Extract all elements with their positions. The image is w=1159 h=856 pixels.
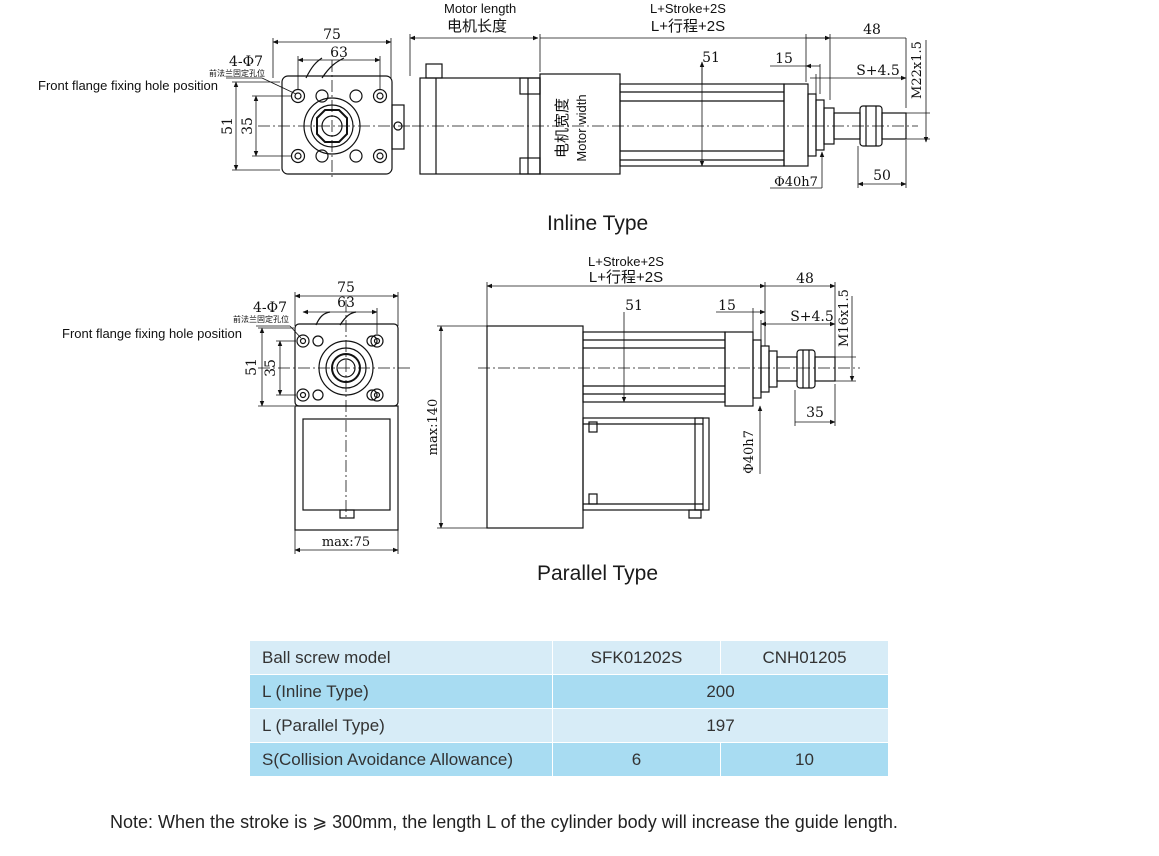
parallel-thread: M16x1.5 — [837, 289, 852, 347]
parallel-flange-label: Front flange fixing hole position — [62, 326, 242, 341]
table-cell: L (Inline Type) — [249, 674, 553, 709]
parallel-dia: Φ40h7 — [742, 430, 757, 474]
inline-dim-63: 63 — [330, 45, 348, 61]
inline-dim-51: 51 — [220, 117, 236, 135]
inline-flange-label: Front flange fixing hole position — [38, 78, 218, 93]
parallel-dim-63: 63 — [337, 295, 355, 311]
parallel-side-view-dimensions — [437, 282, 860, 529]
parallel-dim-48: 48 — [796, 271, 814, 287]
inline-dim-48: 48 — [863, 22, 881, 38]
parallel-dim-51b: 51 — [625, 298, 643, 314]
inline-dim-75: 75 — [323, 27, 341, 43]
parallel-dim-15: 15 — [718, 298, 736, 314]
inline-dim-15: 15 — [775, 51, 793, 67]
inline-dim-s45: S+4.5 — [856, 63, 900, 79]
inline-dim-50: 50 — [873, 168, 891, 184]
table-row-s: S(Collision Avoidance Allowance) 6 10 — [249, 742, 889, 777]
parallel-flange-label-cn: 前法兰固定孔位 — [233, 314, 289, 324]
inline-motor-width-en: Motor width — [574, 94, 589, 161]
table-cell: 6 — [552, 742, 721, 777]
parallel-type-title: Parallel Type — [537, 562, 659, 585]
inline-type-title: Inline Type — [547, 212, 649, 235]
footnote: Note: When the stroke is ⩾ 300mm, the le… — [110, 812, 898, 832]
table-row-parallel: L (Parallel Type) 197 — [249, 708, 889, 743]
inline-end-view — [281, 57, 405, 175]
parallel-total-en: L+Stroke+2S — [588, 254, 664, 269]
inline-hole-spec: 4-Φ7 — [229, 54, 263, 70]
parallel-max75: max:75 — [322, 535, 370, 550]
inline-flange-label-cn: 前法兰固定孔位 — [209, 68, 265, 78]
inline-motor-width-cn: 电机宽度 — [554, 98, 571, 158]
table-cell: 10 — [720, 742, 889, 777]
spec-table: Ball screw model SFK01202S CNH01205 L (I… — [249, 640, 889, 777]
inline-end-view-dimensions — [226, 38, 410, 178]
table-cell: L (Parallel Type) — [249, 708, 553, 743]
inline-thread: M22x1.5 — [910, 41, 925, 99]
inline-total-cn: L+行程+2S — [651, 18, 725, 35]
table-cell: 197 — [552, 708, 889, 743]
inline-motor-length-cn: 电机长度 — [447, 18, 507, 35]
parallel-dim-35: 35 — [263, 359, 279, 377]
table-cell: Ball screw model — [249, 640, 553, 675]
technical-drawing: 75 63 4-Φ7 前法兰固定孔位 Front flange fixing h… — [38, 1, 930, 554]
inline-dia: Φ40h7 — [774, 175, 818, 190]
table-cell: SFK01202S — [552, 640, 721, 675]
parallel-max140: max:140 — [426, 399, 441, 456]
table-row-header: Ball screw model SFK01202S CNH01205 — [249, 640, 889, 675]
parallel-dim-51: 51 — [244, 358, 260, 376]
inline-dim-51b: 51 — [702, 50, 720, 66]
table-cell: CNH01205 — [720, 640, 889, 675]
parallel-dim-75: 75 — [337, 280, 355, 296]
parallel-dim-s45: S+4.5 — [790, 309, 834, 325]
parallel-end-view — [294, 311, 399, 531]
table-cell: 200 — [552, 674, 889, 709]
parallel-total-cn: L+行程+2S — [589, 269, 663, 286]
inline-motor-length-en: Motor length — [444, 1, 516, 16]
parallel-dim-35b: 35 — [806, 405, 824, 421]
inline-dim-35: 35 — [240, 117, 256, 135]
inline-total-en: L+Stroke+2S — [650, 1, 726, 16]
inline-side-view-dimensions — [409, 34, 930, 189]
table-row-inline: L (Inline Type) 200 — [249, 674, 889, 709]
parallel-side-view — [486, 325, 836, 529]
parallel-end-view-dimensions — [256, 292, 410, 554]
table-cell: S(Collision Avoidance Allowance) — [249, 742, 553, 777]
inline-side-view — [419, 63, 907, 175]
parallel-hole-spec: 4-Φ7 — [253, 300, 287, 316]
